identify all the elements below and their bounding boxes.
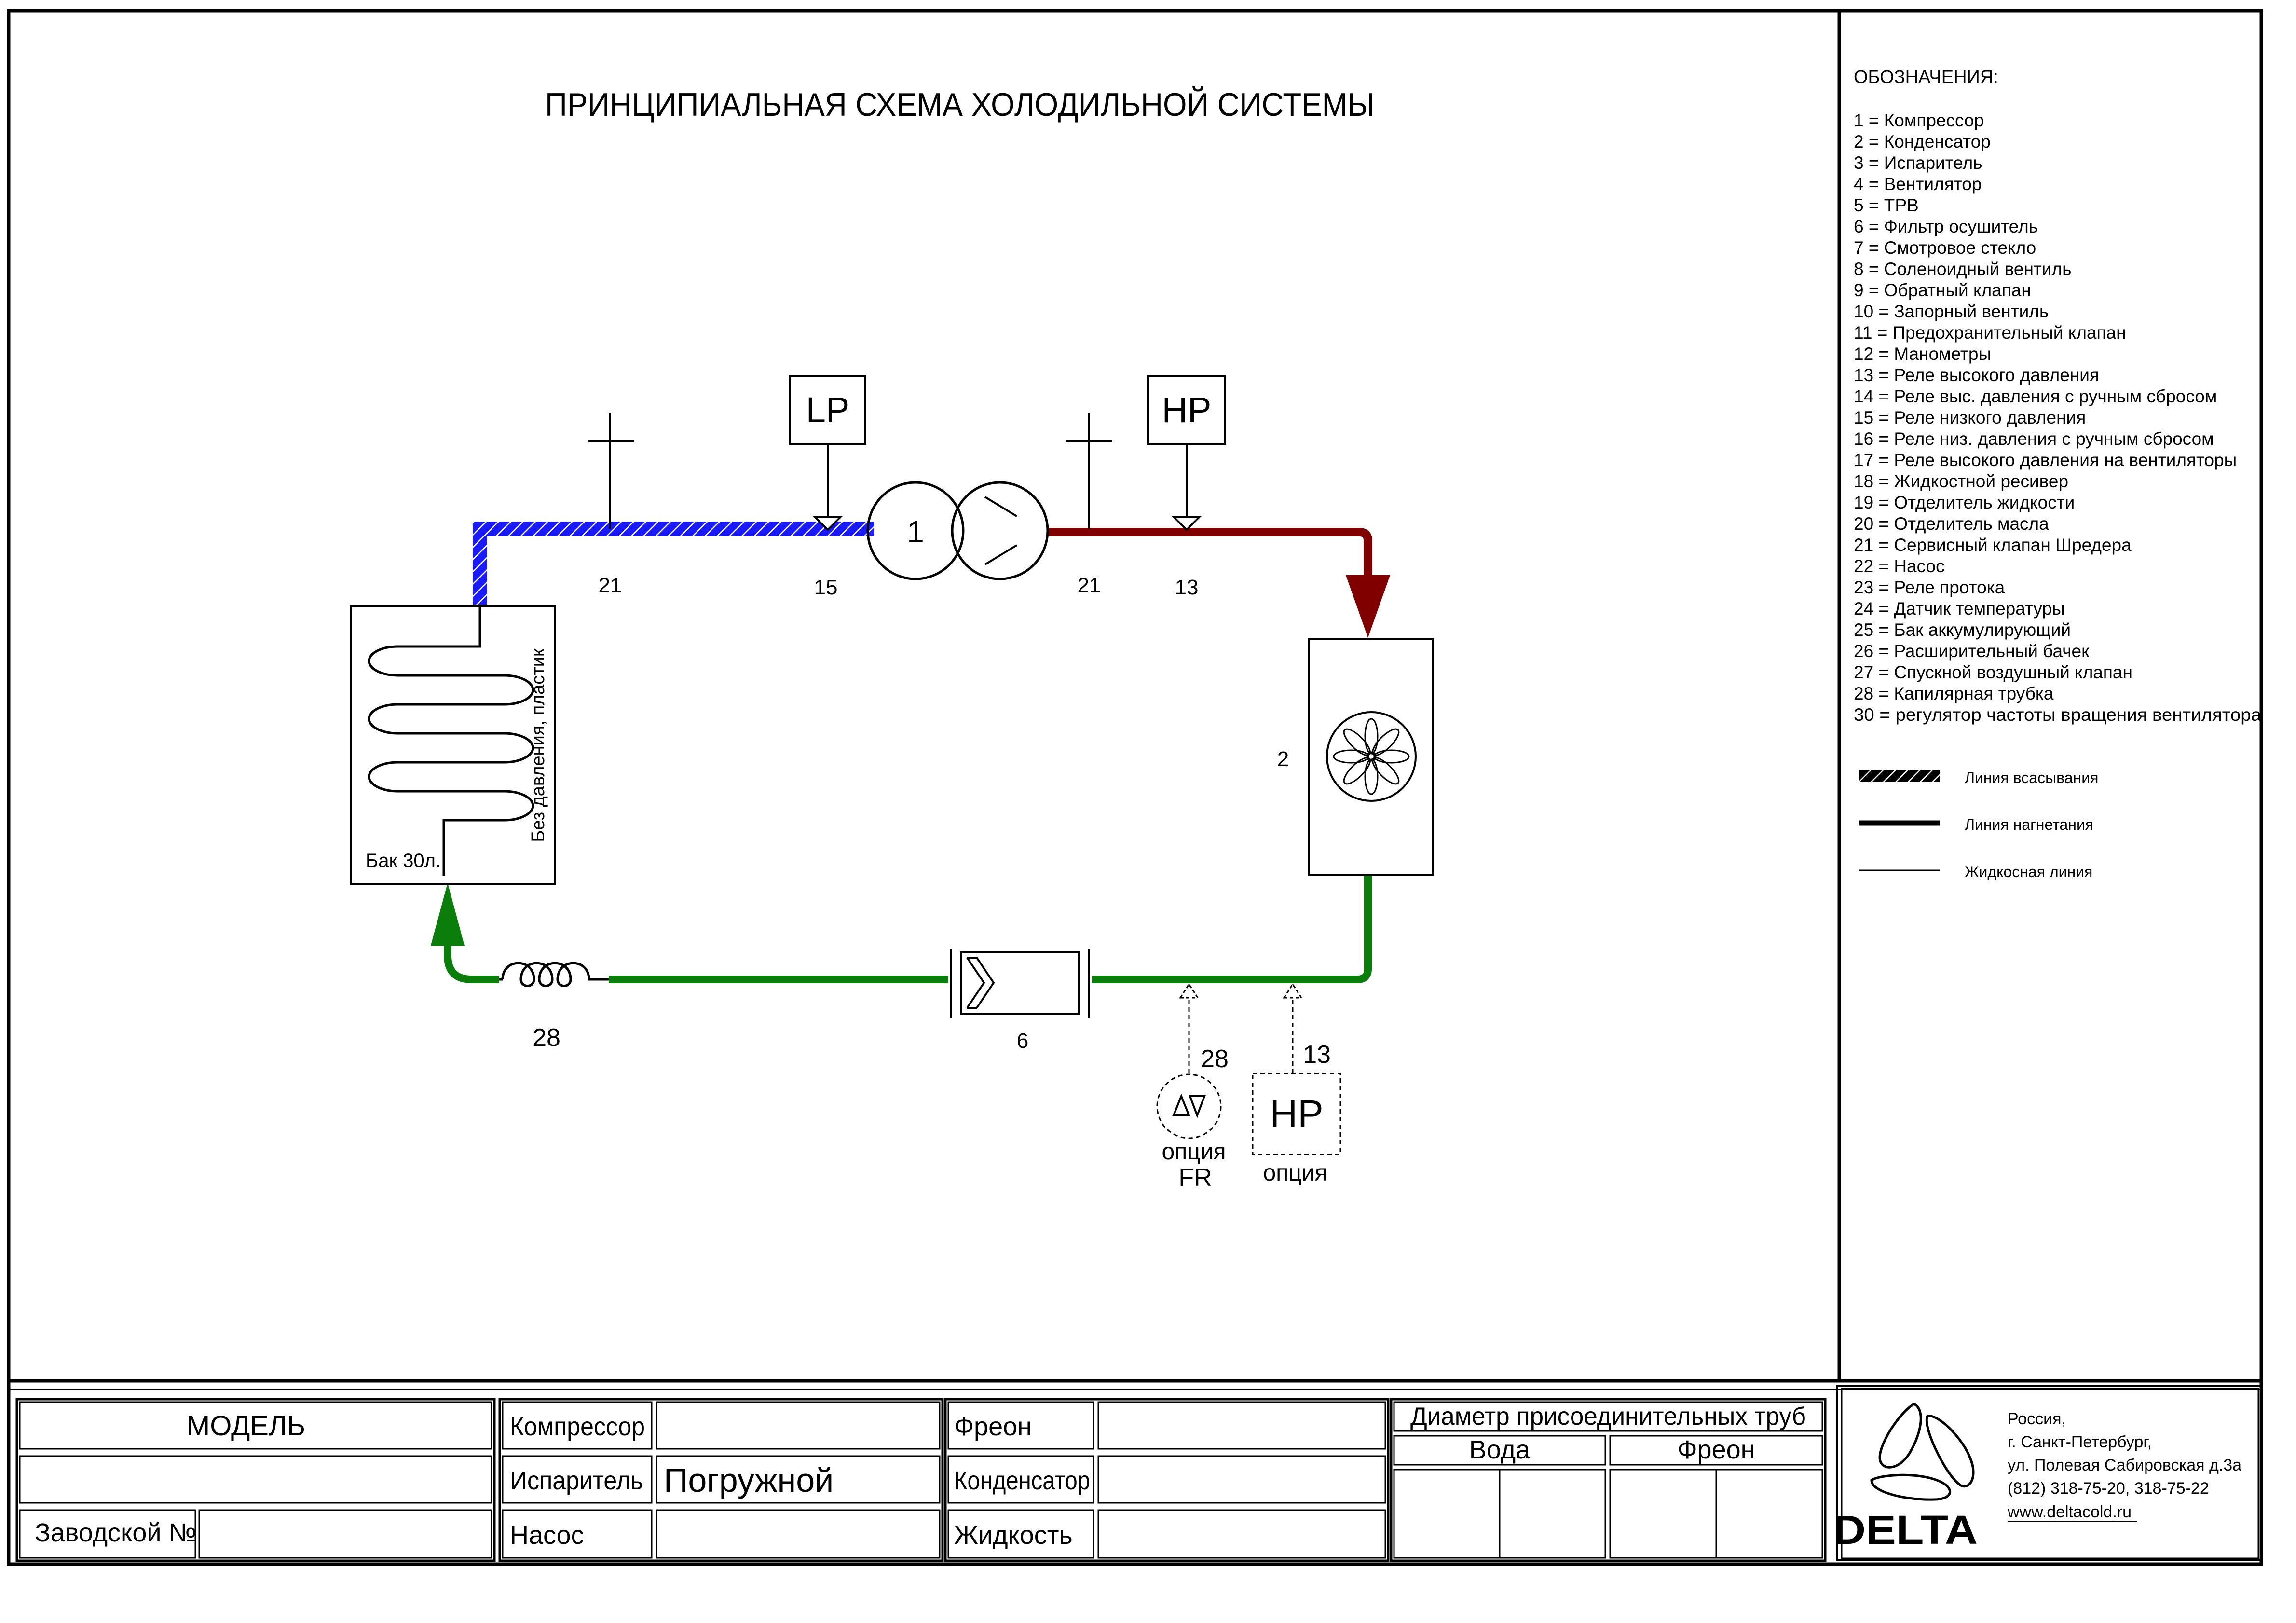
tank-label: Бак 30л. <box>366 850 441 871</box>
legend-item: 19 = Отделитель жидкости <box>1854 493 2075 512</box>
service-valve-left <box>588 413 634 529</box>
legend-item: 15 = Реле низкого давления <box>1854 408 2086 427</box>
legend-item: 12 = Манометры <box>1854 344 1991 364</box>
tank-note: Без давления, пластик <box>528 648 548 842</box>
legend-item: 14 = Реле выс. давления с ручным сбросом <box>1854 386 2217 406</box>
liquid-line-legend: Жидкосная линия <box>1965 863 2092 880</box>
condenser-label: 2 <box>1277 747 1289 771</box>
tank: Бак 30л. Без давления, пластик <box>350 605 556 885</box>
condenser-field-label: Конденсатор <box>954 1466 1090 1495</box>
compressor: 1 <box>866 481 1049 580</box>
capillary-tube <box>499 962 609 987</box>
legend-item: 4 = Вентилятор <box>1854 174 1982 194</box>
evaporator-coil <box>368 605 534 876</box>
service-valve-left-ref: 21 <box>599 574 622 597</box>
legend: ОБОЗНАЧЕНИЯ: 1 = Компрессор 2 = Конденса… <box>1854 67 2261 880</box>
pipes-header: Диаметр присоединительных труб <box>1410 1403 1806 1430</box>
lp-switch-ref: 15 <box>814 576 838 599</box>
legend-heading: ОБОЗНАЧЕНИЯ: <box>1854 67 1998 87</box>
liquid-line-left <box>444 934 499 983</box>
legend-item: 7 = Смотровое стекло <box>1854 238 2036 258</box>
evaporator-field-label: Испаритель <box>510 1466 643 1495</box>
legend-item: 3 = Испаритель <box>1854 153 1982 173</box>
suction-line-legend: Линия всасывания <box>1965 769 2098 786</box>
option-fr-label: опция <box>1162 1139 1226 1165</box>
legend-item: 16 = Реле низ. давления с ручным сбросом <box>1854 429 2214 449</box>
legend-item: 27 = Спускной воздушный клапан <box>1854 662 2132 682</box>
legend-item: 8 = Соленоидный вентиль <box>1854 259 2071 279</box>
delta-logo-text: DELTA <box>1833 1507 1978 1553</box>
legend-item: 13 = Реле высокого давления <box>1854 365 2099 385</box>
company-phones: (812) 318-75-20, 318-75-22 <box>2008 1479 2209 1498</box>
option-hp-label: опция <box>1263 1160 1327 1186</box>
delta-logo <box>1870 1403 1975 1501</box>
diagram-title: ПРИНЦИПИАЛЬНАЯ СХЕМА ХОЛОДИЛЬНОЙ СИСТЕМЫ <box>545 86 1375 123</box>
legend-item: 30 = регулятор частоты вращения вентилят… <box>1854 705 2261 725</box>
company-website[interactable]: www.deltacold.ru <box>2007 1503 2132 1521</box>
legend-item: 6 = Фильтр осушитель <box>1854 217 2038 236</box>
company-country: Россия, <box>2008 1410 2066 1428</box>
condenser: 2 <box>1277 638 1434 876</box>
hp-switch: HP 13 <box>1147 375 1226 599</box>
option-hp-ref: 13 <box>1303 1041 1331 1069</box>
suction-line-horizontal <box>473 522 874 536</box>
legend-item: 9 = Обратный клапан <box>1854 280 2031 300</box>
legend-item: 28 = Капилярная трубка <box>1854 684 2054 703</box>
filter-drier-label: 6 <box>1017 1029 1028 1053</box>
option-fr: 28 опция FR <box>1156 983 1229 1192</box>
legend-item: 2 = Конденсатор <box>1854 132 1991 151</box>
legend-item: 17 = Реле высокого давления на вентилято… <box>1854 450 2237 470</box>
legend-item: 21 = Сервисный клапан Шредера <box>1854 535 2132 555</box>
legend-item: 26 = Расширительный бачек <box>1854 641 2090 661</box>
discharge-line-legend: Линия нагнетания <box>1965 816 2093 833</box>
fan-icon <box>1326 711 1417 802</box>
pump-field-label: Насос <box>510 1521 584 1550</box>
compressor-label: 1 <box>907 514 924 549</box>
legend-item: 1 = Компрессор <box>1854 110 1984 130</box>
liquid-field-label: Жидкость <box>954 1521 1073 1550</box>
fan-blades-icon <box>1333 718 1410 795</box>
drawing-frame <box>7 9 2263 1566</box>
option-fr-sublabel: FR <box>1178 1164 1212 1192</box>
evaporator-field-value: Погружной <box>664 1461 834 1499</box>
lp-switch-text: LP <box>806 390 850 430</box>
company-address: ул. Полевая Сабировская д.3а <box>2008 1456 2241 1474</box>
service-valve-right <box>1066 413 1112 529</box>
legend-item: 11 = Предохранительный клапан <box>1854 323 2126 343</box>
legend-item: 10 = Запорный вентиль <box>1854 302 2049 321</box>
option-hp-text: HP <box>1270 1092 1323 1135</box>
legend-item: 23 = Реле протока <box>1854 578 2005 597</box>
water-pipe-label: Вода <box>1469 1435 1531 1464</box>
option-fr-ref: 28 <box>1201 1045 1229 1073</box>
liquid-line-right <box>1092 872 1372 983</box>
suction-line-swatch <box>1859 770 1940 782</box>
legend-item: 5 = ТРВ <box>1854 195 1919 215</box>
legend-item: 22 = Насос <box>1854 556 1945 576</box>
legend-item: 18 = Жидкостной ресивер <box>1854 471 2068 491</box>
suction-line-vertical <box>473 522 487 605</box>
filter-drier <box>950 949 1090 1018</box>
legend-item: 24 = Датчик температуры <box>1854 599 2065 619</box>
service-valve-right-ref: 21 <box>1078 574 1101 597</box>
serial-label: Заводской № <box>35 1518 196 1547</box>
freon-field-label: Фреон <box>954 1412 1032 1441</box>
hp-switch-ref: 13 <box>1175 576 1199 599</box>
freon-pipe-label: Фреон <box>1678 1435 1755 1464</box>
lp-switch: LP 15 <box>789 375 866 599</box>
title-block: МОДЕЛЬ Заводской № Компрессор Испаритель… <box>15 1385 2262 1562</box>
company-city: г. Санкт-Петербург, <box>2008 1433 2152 1451</box>
legend-item: 25 = Бак аккумулирующий <box>1854 620 2071 640</box>
discharge-line <box>1047 528 1372 586</box>
compressor-field-label: Компрессор <box>510 1412 645 1441</box>
option-hp: HP 13 опция <box>1252 983 1341 1186</box>
liquid-arrow <box>431 883 465 946</box>
capillary-label: 28 <box>533 1024 560 1052</box>
hp-switch-text: HP <box>1162 390 1212 430</box>
model-label: МОДЕЛЬ <box>187 1410 305 1442</box>
legend-item: 20 = Отделитель масла <box>1854 514 2049 534</box>
discharge-arrow <box>1346 575 1390 638</box>
